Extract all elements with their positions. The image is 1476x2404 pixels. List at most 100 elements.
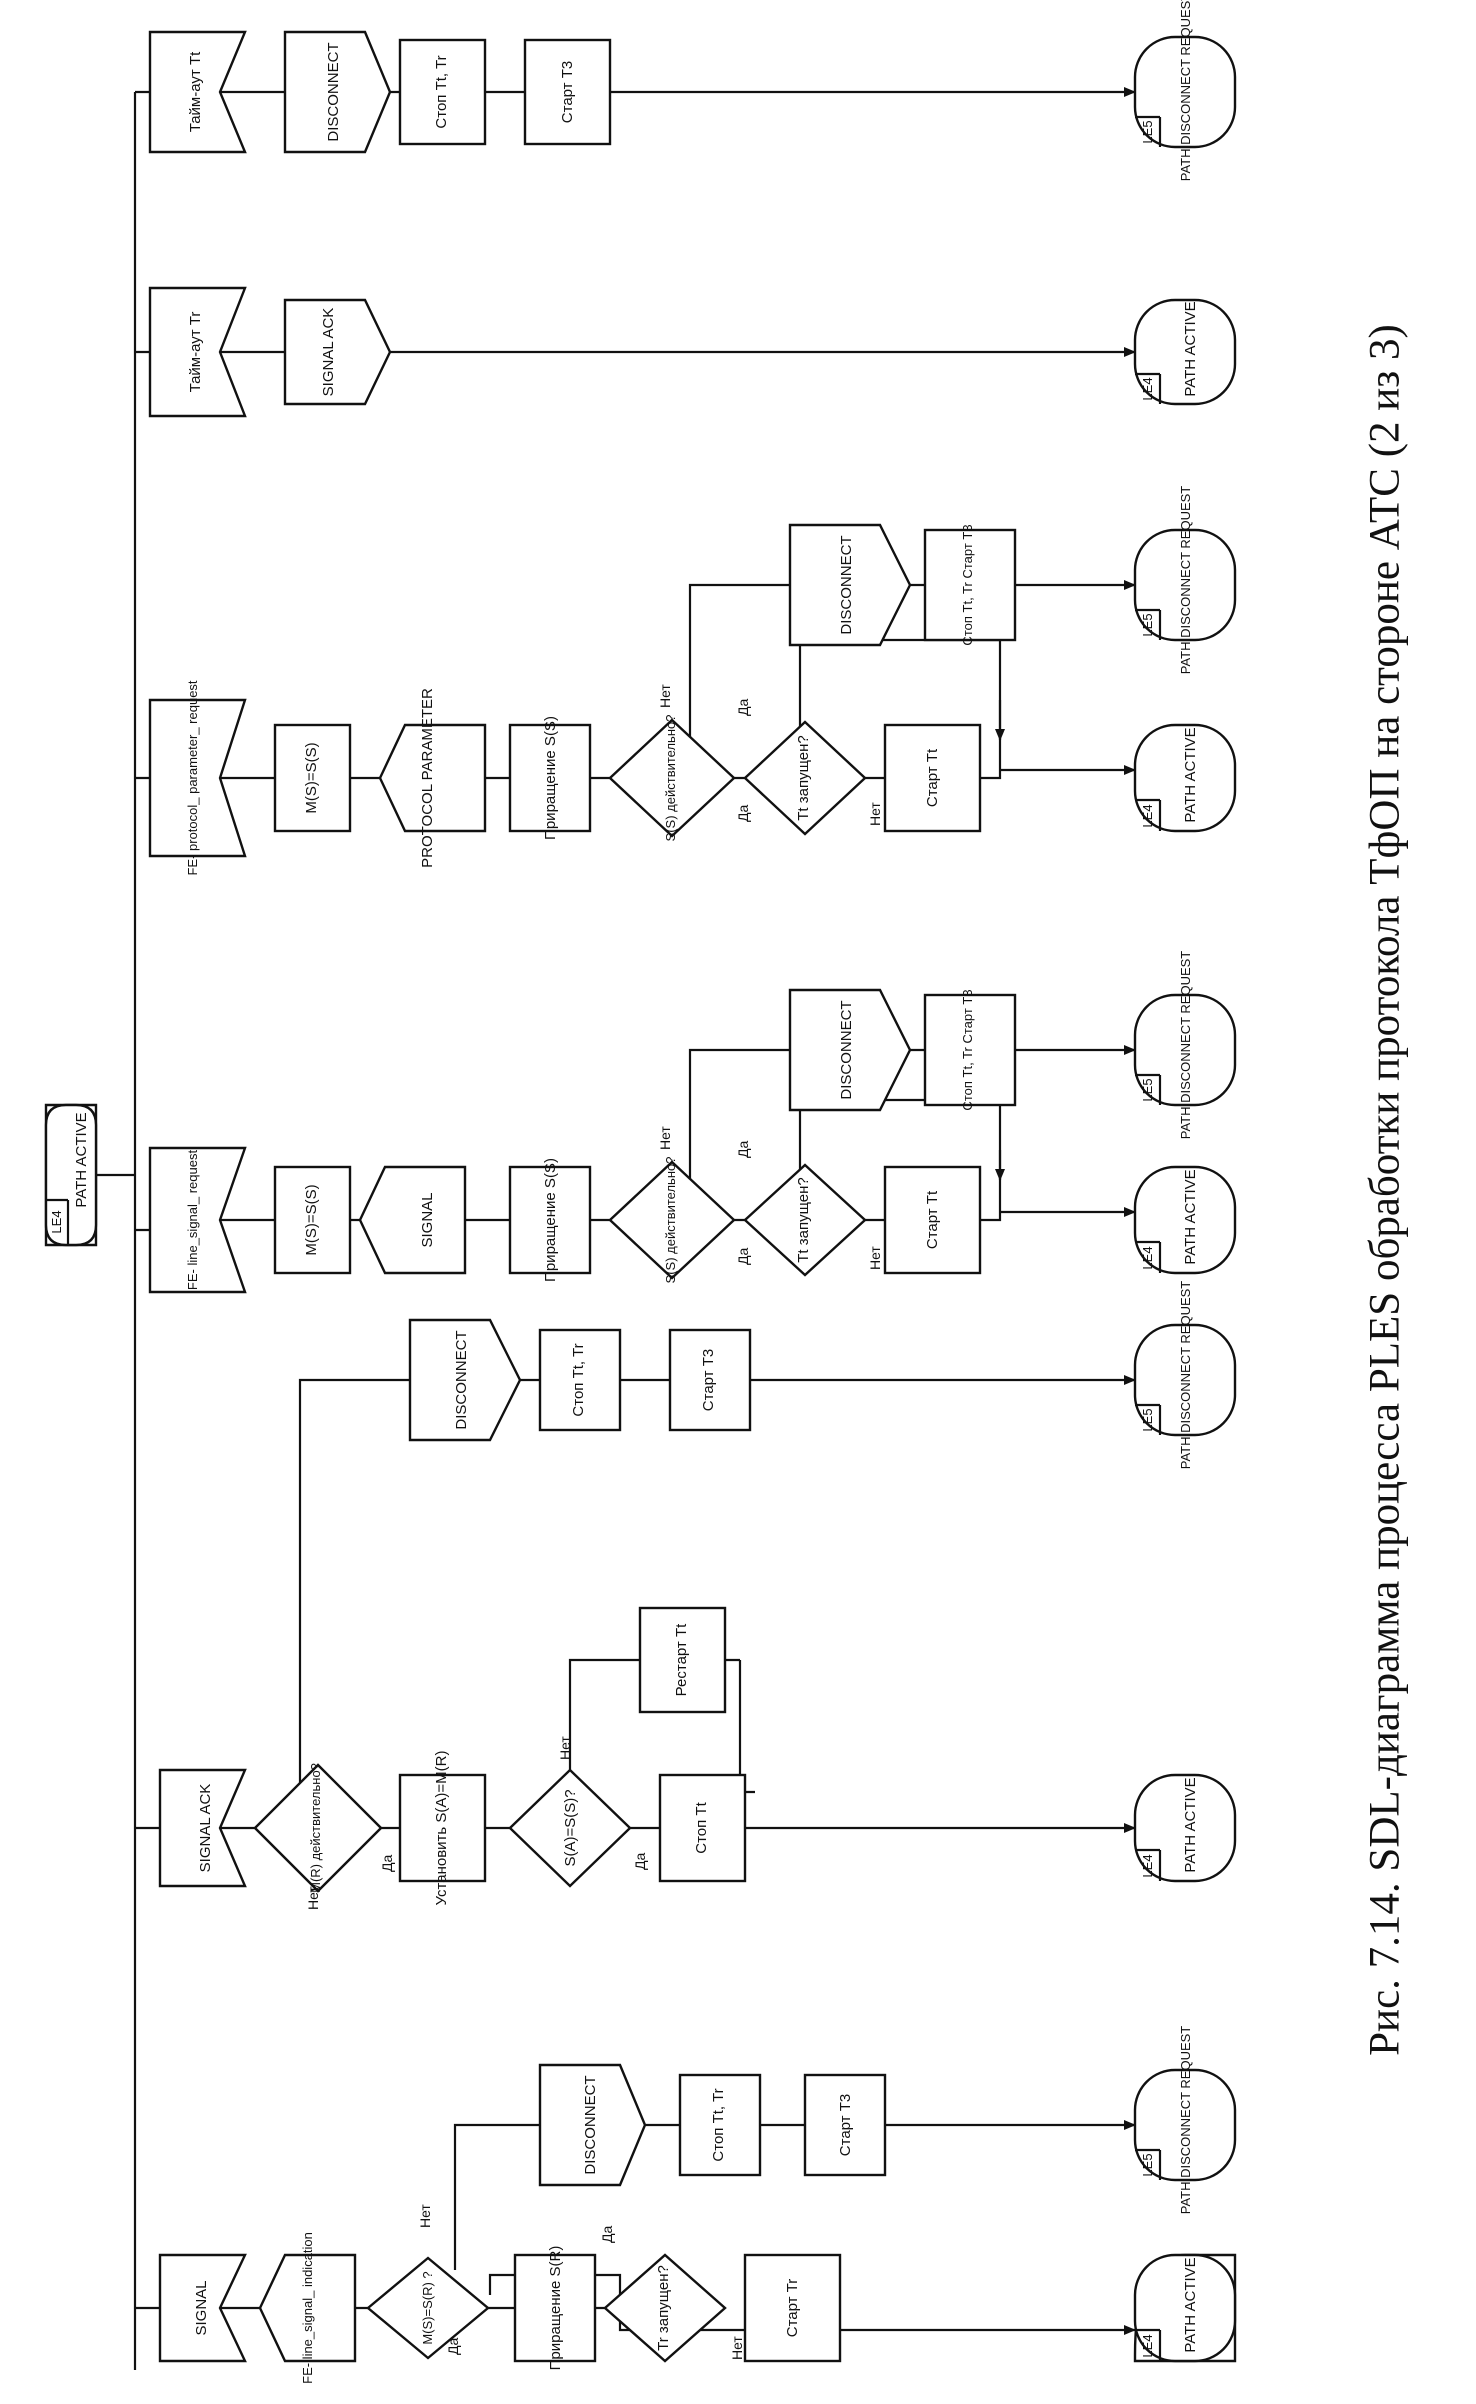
- col1-state-path-disconnect-request: LE5 PATH DISCONNECT REQUEST: [1133, 2026, 1237, 2214]
- col2-decision2-label: S(A)=S(S)?: [562, 1789, 579, 1866]
- col6-disconnect-label: DISCONNECT: [325, 42, 342, 141]
- col6-task-stop: Стоп Tt, Tr: [398, 38, 487, 146]
- col3-decision2-yes: Да: [735, 1141, 751, 1158]
- col6-state-disc-label: PATH DISCONNECT REQUEST: [1178, 0, 1193, 181]
- col4-state-active-label: PATH ACTIVE: [1182, 727, 1199, 822]
- col2-set-label: Установить S(A)=M(R): [433, 1751, 450, 1906]
- col1-task-start-tr: Старт Tr: [743, 2253, 842, 2363]
- col1-start-tr-label: Старт Tr: [784, 2279, 801, 2338]
- col4-state-disc-label: PATH DISCONNECT REQUEST: [1178, 486, 1193, 675]
- col4-disconnect-label: DISCONNECT: [838, 535, 855, 634]
- col3-decision-ss-valid: S(S) действительно?: [608, 1157, 736, 1284]
- col4-state-path-active: LE4 PATH ACTIVE: [1133, 723, 1237, 833]
- input-fe-line-signal-request: FE- line_signal_ request: [148, 1146, 247, 1294]
- col1-task-start-t3: Старт Т3: [803, 2073, 887, 2177]
- col5-state-active-label: PATH ACTIVE: [1182, 301, 1199, 396]
- col1-stop-label: Стоп Tt, Tr: [710, 2088, 727, 2161]
- start-state-label: PATH ACTIVE: [73, 1112, 90, 1207]
- col2-state-active-tag: LE4: [1140, 1854, 1155, 1877]
- col2-stop-label: Стоп Tt, Tr: [570, 1343, 587, 1416]
- col4-output-protocol-parameter: PROTOCOL PARAMETER: [378, 688, 487, 868]
- input-fe-line-signal-request-label: FE- line_signal_ request: [185, 1150, 200, 1291]
- col1-decision1-label: M(S)=S(R) ?: [420, 2271, 435, 2344]
- col1-decision-tr-started: Tr запущен?: [603, 2253, 727, 2363]
- col4-task-start-tt: Старт Tt: [883, 723, 982, 833]
- col3-state-path-active: LE4 PATH ACTIVE: [1133, 1165, 1237, 1275]
- col6-start-t3-label: Старт Т3: [559, 61, 576, 123]
- col6-state-path-disconnect-request: LE5 PATH DISCONNECT REQUEST: [1133, 0, 1237, 181]
- col3-decision-tt-started: Tt запущен?: [743, 1163, 867, 1277]
- col2-state-active-label: PATH ACTIVE: [1182, 1777, 1199, 1872]
- col1-disconnect-label: DISCONNECT: [582, 2075, 599, 2174]
- col3-state-active-tag: LE4: [1140, 1246, 1155, 1269]
- col4-decision2-no: Нет: [867, 802, 883, 826]
- col4-decision1-label: S(S) действительно?: [663, 715, 678, 842]
- col3-increment-label: Приращение S(S): [542, 1158, 559, 1282]
- col3-output-signal: SIGNAL: [358, 1165, 467, 1275]
- col4-task-increment: Приращение S(S): [508, 716, 592, 840]
- col2-decision-sa-ss: S(A)=S(S)?: [508, 1768, 632, 1888]
- input-signal-ack: SIGNAL ACK: [158, 1768, 247, 1888]
- col1-decision2-yes: Да: [599, 2226, 615, 2243]
- input-fe-protocol-parameter-request-label: FE- protocol_ parameter_ request: [185, 680, 200, 875]
- col4-task-stop-start: Стоп Tt, Tr Старт Т3: [923, 524, 1017, 646]
- col5-output-signal-ack: SIGNAL ACK: [283, 298, 392, 406]
- col1-output-label: FE- line_signal_ indication: [300, 2232, 315, 2384]
- col3-task1-label: M(S)=S(S): [303, 1184, 320, 1255]
- col4-decision2-label: Tt запущен?: [795, 735, 812, 820]
- col2-decision2-no: Нет: [557, 1736, 573, 1760]
- col3-decision2-no: Нет: [867, 1246, 883, 1270]
- col1-output-disconnect: DISCONNECT: [538, 2063, 647, 2187]
- col4-start-tt-label: Старт Tt: [924, 748, 941, 807]
- col3-state-path-disconnect-request: LE5 PATH DISCONNECT REQUEST: [1133, 951, 1237, 1140]
- col5-state-path-active: LE4 PATH ACTIVE: [1133, 298, 1237, 406]
- col4-output-label: PROTOCOL PARAMETER: [419, 688, 436, 868]
- col1-task-increment: Приращение S(R): [513, 2246, 597, 2371]
- col4-decision1-no: Нет: [657, 684, 673, 708]
- col1-decision2-label: Tr запущен?: [655, 2265, 672, 2351]
- col5-state-active-tag: LE4: [1140, 377, 1155, 400]
- col3-task-ms-ss: M(S)=S(S): [273, 1165, 352, 1275]
- col3-state-active-label: PATH ACTIVE: [1182, 1169, 1199, 1264]
- col1-task-stop: Стоп Tt, Tr: [678, 2073, 762, 2177]
- col2-decision1-yes: Да: [379, 1855, 395, 1872]
- input-signal-label: SIGNAL: [193, 2280, 210, 2335]
- input-timeout-tt-label: Тайм-аут Tt: [187, 51, 204, 132]
- col3-decision1-yes: Да: [735, 1248, 751, 1265]
- col2-restart-tt-label: Рестарт Tt: [673, 1623, 690, 1696]
- col3-decision1-label: S(S) действительно?: [663, 1157, 678, 1284]
- col3-output-disconnect: DISCONNECT: [788, 988, 912, 1112]
- col2-task-restart-tt: Рестарт Tt: [638, 1606, 727, 1714]
- input-signal-ack-label: SIGNAL ACK: [197, 1784, 214, 1873]
- col3-state-disc-tag: LE5: [1140, 1078, 1155, 1101]
- col3-decision1-no: Нет: [657, 1126, 673, 1150]
- col1-decision-ms-sr: M(S)=S(R) ?: [366, 2256, 490, 2360]
- figure-caption: Рис. 7.14. SDL-диаграмма процесса PLES о…: [1330, 20, 1440, 2360]
- input-timeout-tr-label: Тайм-аут Tr: [187, 312, 204, 393]
- col1-output-fe-line-signal-indication: FE- line_signal_ indication: [258, 2232, 357, 2384]
- col1-increment-label: Приращение S(R): [547, 2246, 564, 2371]
- col3-state-disc-label: PATH DISCONNECT REQUEST: [1178, 951, 1193, 1140]
- col3-start-tt-label: Старт Tt: [924, 1190, 941, 1249]
- col2-state-disc-label: PATH DISCONNECT REQUEST: [1178, 1281, 1193, 1470]
- col2-decision1-label: M(R) действительно?: [308, 1763, 323, 1893]
- col2-task-set: Установить S(A)=M(R): [398, 1751, 487, 1906]
- col4-state-path-disconnect-request: LE5 PATH DISCONNECT REQUEST: [1133, 486, 1237, 675]
- input-timeout-tr: Тайм-аут Tr: [148, 286, 247, 418]
- col2-task-start-t3: Старт Т3: [668, 1328, 752, 1432]
- col4-state-active-tag: LE4: [1140, 804, 1155, 827]
- col1-state-path-active: LE4 PATH ACTIVE: [1133, 2253, 1237, 2363]
- col4-increment-label: Приращение S(S): [542, 716, 559, 840]
- col2-decision1-no: Нет: [305, 1886, 321, 1910]
- col4-stop-start-label: Стоп Tt, Tr Старт Т3: [960, 524, 975, 645]
- col2-state-path-disconnect-request: LE5 PATH DISCONNECT REQUEST: [1133, 1281, 1237, 1470]
- col1-decision1-no: Нет: [417, 2204, 433, 2228]
- input-signal-signal: SIGNAL: [158, 2253, 247, 2363]
- col2-decision2-yes: Да: [632, 1853, 648, 1870]
- figure-caption-text: Рис. 7.14. SDL-диаграмма процесса PLES о…: [1361, 324, 1409, 2056]
- col3-task-increment: Приращение S(S): [508, 1158, 592, 1282]
- col6-task-start-t3: Старт Т3: [523, 38, 612, 146]
- col1-start-t3-label: Старт Т3: [837, 2094, 854, 2156]
- col6-state-disc-tag: LE5: [1140, 120, 1155, 143]
- col4-state-disc-tag: LE5: [1140, 613, 1155, 636]
